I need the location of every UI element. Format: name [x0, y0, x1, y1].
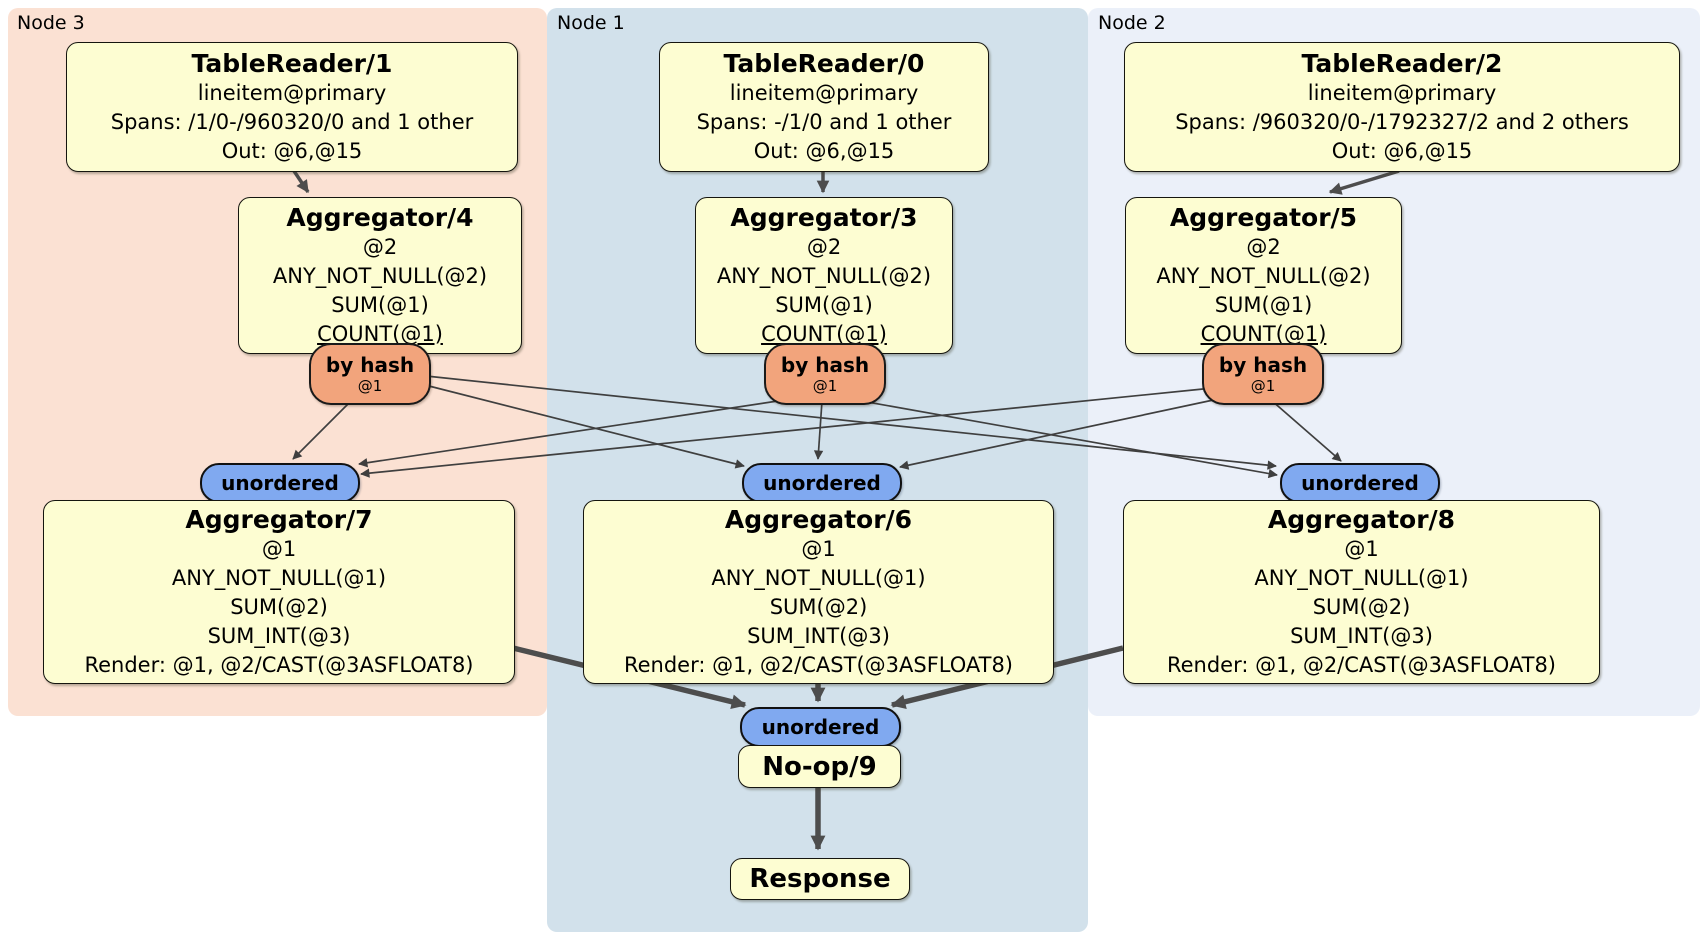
processor-title: Aggregator/3: [730, 203, 918, 232]
processor-line: COUNT(@1): [1200, 322, 1327, 346]
router-by-hash-5: by hash @1: [1202, 343, 1324, 405]
processor-aggregator-7: Aggregator/7 @1 ANY_NOT_NULL(@1) SUM(@2)…: [43, 500, 515, 684]
processor-line: @2: [362, 235, 398, 259]
router-label: by hash: [325, 352, 415, 377]
processor-tablereader-1: TableReader/1 lineitem@primary Spans: /1…: [66, 42, 518, 172]
processor-line: SUM(@1): [331, 293, 429, 317]
sync-unordered-node3: unordered: [200, 463, 360, 503]
processor-line: ANY_NOT_NULL(@1): [1254, 566, 1469, 590]
processor-line: @1: [1344, 537, 1379, 561]
processor-line: Render: @1, @2/CAST(@3ASFLOAT8): [1166, 653, 1557, 677]
processor-line: Spans: /1/0-/960320/0 and 1 other: [110, 110, 474, 134]
processor-line: ANY_NOT_NULL(@2): [1156, 264, 1371, 288]
processor-line: Spans: /960320/0-/1792327/2 and 2 others: [1175, 110, 1629, 134]
processor-line: lineitem@primary: [197, 81, 387, 105]
node2-label: Node 2: [1098, 12, 1166, 34]
router-by-hash-3: by hash @1: [764, 343, 886, 405]
processor-line: SUM(@1): [1214, 293, 1313, 317]
router-detail: @1: [1250, 376, 1276, 395]
processor-aggregator-5: Aggregator/5 @2 ANY_NOT_NULL(@2) SUM(@1)…: [1125, 197, 1402, 354]
processor-line: SUM(@1): [775, 293, 873, 317]
processor-line: Out: @6,@15: [753, 139, 895, 163]
processor-title: TableReader/2: [1301, 49, 1503, 78]
processor-aggregator-8: Aggregator/8 @1 ANY_NOT_NULL(@1) SUM(@2)…: [1123, 500, 1600, 684]
processor-line: SUM(@2): [230, 595, 328, 619]
processor-line: SUM(@2): [1312, 595, 1411, 619]
router-detail: @1: [357, 376, 383, 395]
node3-label: Node 3: [17, 12, 85, 34]
processor-tablereader-0: TableReader/0 lineitem@primary Spans: -/…: [659, 42, 989, 172]
processor-line: Render: @1, @2/CAST(@3ASFLOAT8): [623, 653, 1014, 677]
processor-line: SUM(@2): [769, 595, 868, 619]
hash-stream-edges: [292, 375, 1342, 479]
processor-line: @2: [806, 235, 842, 259]
tablereader-edges: [292, 169, 1400, 195]
processor-line: SUM_INT(@3): [207, 624, 351, 648]
router-detail: @1: [812, 376, 838, 395]
processor-title: Aggregator/4: [286, 203, 474, 232]
processor-aggregator-6: Aggregator/6 @1 ANY_NOT_NULL(@1) SUM(@2)…: [583, 500, 1054, 684]
processor-line: ANY_NOT_NULL(@2): [272, 264, 488, 288]
processor-title: Aggregator/6: [724, 505, 913, 534]
processor-line: Spans: -/1/0 and 1 other: [696, 110, 952, 134]
processor-line: Out: @6,@15: [1331, 139, 1473, 163]
response-box: Response: [730, 858, 910, 900]
processor-line: COUNT(@1): [317, 322, 443, 346]
processor-line: @1: [261, 537, 297, 561]
processor-line: SUM_INT(@3): [1290, 624, 1433, 648]
router-label: by hash: [780, 352, 870, 377]
processor-line: ANY_NOT_NULL(@1): [711, 566, 926, 590]
processor-line: @2: [1246, 235, 1281, 259]
processor-line: ANY_NOT_NULL(@2): [716, 264, 932, 288]
processor-aggregator-4: Aggregator/4 @2 ANY_NOT_NULL(@2) SUM(@1)…: [238, 197, 522, 354]
processor-title: Aggregator/7: [185, 505, 373, 534]
router-by-hash-4: by hash @1: [309, 343, 431, 405]
processor-title: Response: [749, 864, 891, 894]
processor-line: @1: [801, 537, 836, 561]
processor-line: Out: @6,@15: [221, 139, 363, 163]
processor-line: lineitem@primary: [1307, 81, 1497, 105]
processor-title: Aggregator/8: [1267, 505, 1456, 534]
processor-noop-9: No-op/9: [738, 745, 901, 788]
processor-title: Aggregator/5: [1169, 203, 1358, 232]
processor-title: TableReader/1: [191, 49, 393, 78]
processor-title: No-op/9: [762, 751, 877, 782]
processor-line: lineitem@primary: [729, 81, 919, 105]
processor-line: Render: @1, @2/CAST(@3ASFLOAT8): [84, 653, 474, 677]
processor-line: ANY_NOT_NULL(@1): [171, 566, 387, 590]
sync-unordered-final: unordered: [740, 707, 901, 747]
router-label: by hash: [1218, 352, 1308, 377]
node1-label: Node 1: [557, 12, 625, 34]
processor-tablereader-2: TableReader/2 lineitem@primary Spans: /9…: [1124, 42, 1680, 172]
processor-title: TableReader/0: [723, 49, 925, 78]
processor-line: SUM_INT(@3): [747, 624, 890, 648]
sync-unordered-node1: unordered: [742, 463, 902, 503]
sync-unordered-node2: unordered: [1280, 463, 1440, 503]
processor-aggregator-3: Aggregator/3 @2 ANY_NOT_NULL(@2) SUM(@1)…: [695, 197, 953, 354]
processor-line: COUNT(@1): [761, 322, 887, 346]
